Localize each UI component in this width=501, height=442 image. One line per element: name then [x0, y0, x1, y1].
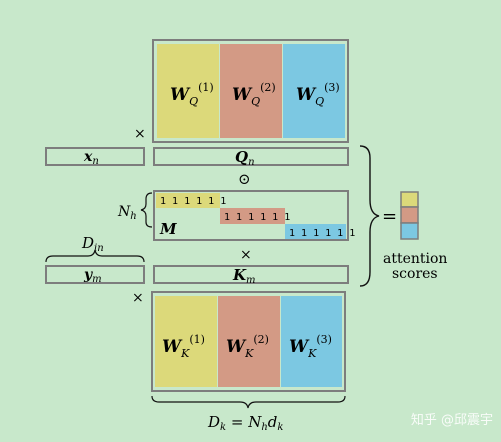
times-symbol-mid: ×: [240, 247, 252, 263]
wk-head1-label: WK(1): [162, 333, 205, 360]
scores-brace: [359, 145, 380, 287]
scores-label-line2: scores: [392, 266, 438, 282]
mask-head2-ones: 1 1 1 1 1 1: [224, 212, 290, 223]
y-vector-label: ym: [83, 267, 102, 285]
wq-head3-label: WQ(3): [296, 81, 340, 108]
watermark: 知乎 @邱震宇: [410, 413, 493, 428]
nh-brace: [140, 192, 153, 228]
wk-head1-block: [155, 296, 217, 387]
q-vector-label: Qn: [235, 148, 255, 168]
times-symbol-q: ×: [134, 126, 146, 142]
wq-head1-block: [157, 44, 219, 138]
equals-symbol: =: [382, 206, 397, 227]
q-vector-box: [153, 147, 349, 166]
wq-head2-label: WQ(2): [232, 81, 276, 108]
mask-head1-ones: 1 1 1 1 1 1: [160, 196, 226, 207]
wq-head3-block: [283, 44, 345, 138]
k-vector-box: [153, 265, 349, 284]
y-vector-box: [45, 265, 145, 284]
din-brace: [45, 249, 145, 263]
din-label: Din: [81, 234, 104, 254]
wq-head2-block: [220, 44, 282, 138]
wk-head2-block: [218, 296, 280, 387]
dk-brace: [151, 395, 346, 409]
mask-head2-block: [220, 208, 285, 224]
wk-head3-block: [281, 296, 342, 387]
mask-head1-block: [156, 193, 220, 208]
wk-outer-box: [151, 291, 346, 392]
mask-box: [153, 190, 349, 241]
dk-label: Dk = Nhdk: [207, 413, 283, 433]
mask-head3-ones: 1 1 1 1 1 1: [289, 228, 355, 239]
scores-label-line1: attention: [383, 251, 447, 267]
scores-head2-cell: [400, 206, 419, 224]
k-vector-label: Km: [232, 266, 256, 286]
times-symbol-k: ×: [132, 290, 144, 306]
mask-label: M: [159, 220, 177, 238]
wq-head1-label: WQ(1): [170, 81, 214, 108]
x-vector-label: xn: [83, 149, 99, 167]
wk-head3-label: WK(3): [289, 333, 332, 360]
scores-head3-cell: [400, 222, 419, 240]
nh-label: Nh: [117, 204, 137, 222]
x-vector-box: [45, 147, 145, 166]
mask-head3-block: [285, 224, 346, 239]
odot-symbol: ⊙: [238, 170, 251, 188]
wk-head2-label: WK(2): [226, 333, 269, 360]
wq-outer-box: [152, 39, 349, 143]
scores-head1-cell: [400, 191, 419, 208]
